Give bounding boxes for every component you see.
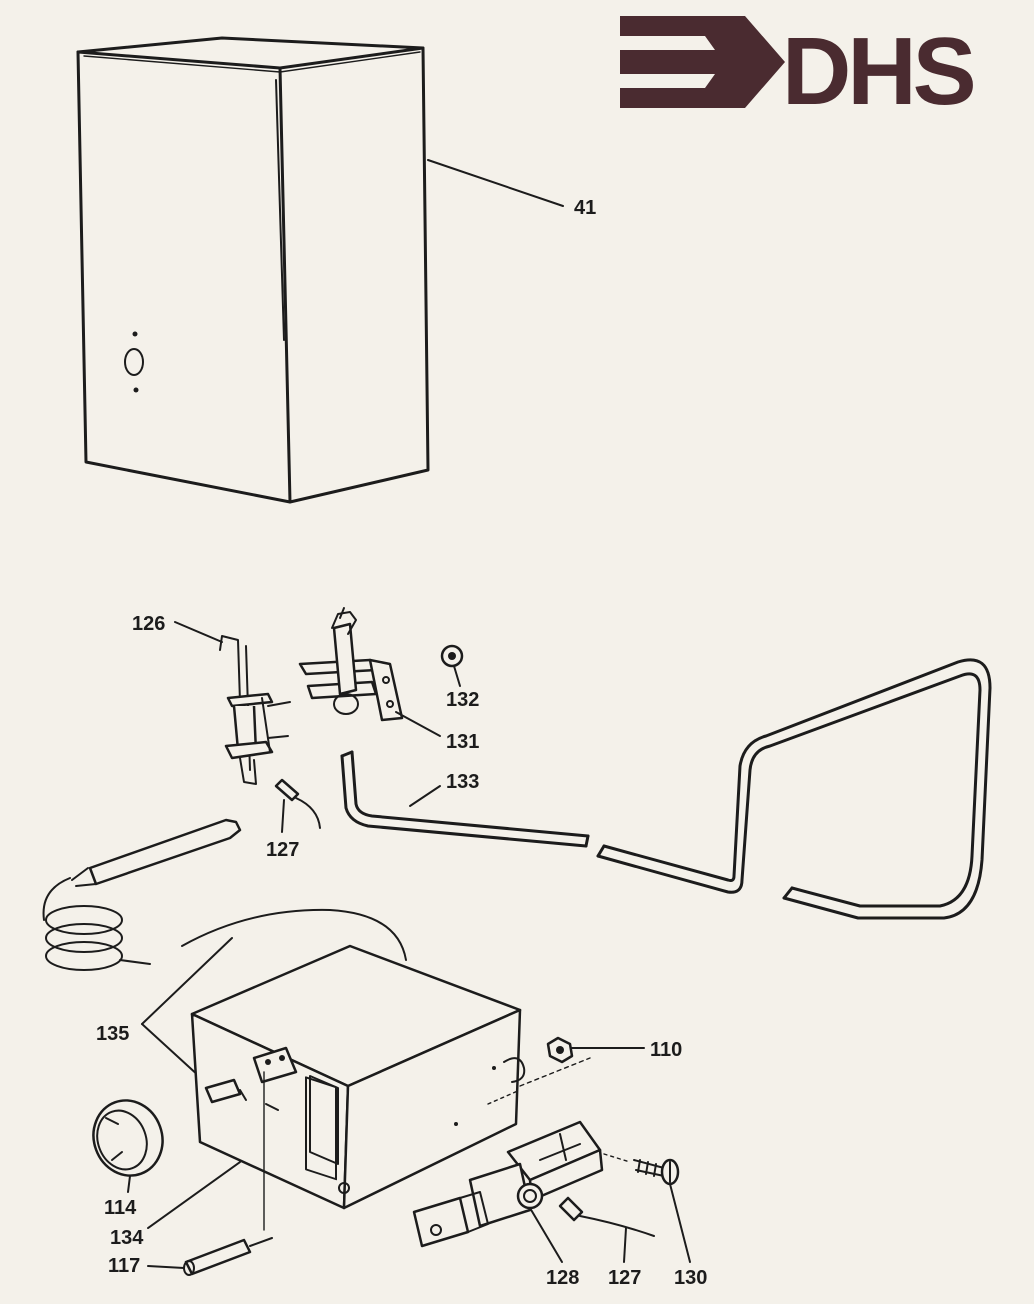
- fuse-part-117: [183, 1237, 273, 1276]
- leader-41: [427, 159, 564, 207]
- callout-127-lower: 127: [608, 1267, 641, 1289]
- leader-130: [669, 1183, 691, 1263]
- leader-135a: [141, 937, 233, 1025]
- capillary-part-135: [181, 908, 407, 961]
- callout-133: 133: [446, 771, 479, 793]
- dhs-logo: DHS: [620, 16, 978, 125]
- nut-part-132: [440, 644, 464, 668]
- nut-part-110: [546, 1036, 574, 1064]
- control-box-part-134: [190, 944, 526, 1231]
- callout-128: 128: [546, 1267, 579, 1289]
- callout-131: 131: [446, 731, 479, 753]
- assembly-dash-line-2: [487, 1089, 521, 1105]
- leader-114: [127, 1175, 131, 1193]
- leader-132: [453, 665, 461, 687]
- screw-part-130: [603, 1153, 680, 1186]
- callout-41: 41: [574, 197, 596, 219]
- callout-126: 126: [132, 613, 165, 635]
- leader-133: [409, 785, 441, 807]
- valve-assembly-part-128: [412, 1120, 604, 1248]
- callout-117: 117: [108, 1255, 140, 1277]
- knob-part-114: [92, 1099, 164, 1177]
- pilot-burner-part-126: [219, 635, 291, 785]
- callout-132: 132: [446, 689, 479, 711]
- leader-117: [147, 1265, 185, 1269]
- leader-127-upper: [281, 799, 285, 833]
- callout-110: 110: [650, 1039, 682, 1061]
- callout-114: 114: [104, 1197, 137, 1219]
- leader-127-lower: [623, 1227, 627, 1263]
- thermostat-probe: [42, 818, 242, 971]
- pilot-tube-part-133: [340, 658, 992, 920]
- lead-wire-part-127-upper: [274, 778, 321, 829]
- callout-130: 130: [674, 1267, 707, 1289]
- casing-box-part-41: [76, 36, 430, 504]
- leader-126: [174, 621, 223, 643]
- pilot-bracket-part-131: [298, 607, 404, 722]
- leader-134: [147, 1161, 241, 1229]
- assembly-dash-line: [519, 1057, 591, 1087]
- leader-131: [395, 711, 441, 737]
- logo-text: DHS: [782, 18, 974, 125]
- lead-wire-part-127-lower: [558, 1196, 655, 1237]
- leader-128: [529, 1207, 563, 1263]
- callout-135: 135: [96, 1023, 129, 1045]
- callout-127-upper: 127: [266, 839, 299, 861]
- callout-134: 134: [110, 1227, 144, 1249]
